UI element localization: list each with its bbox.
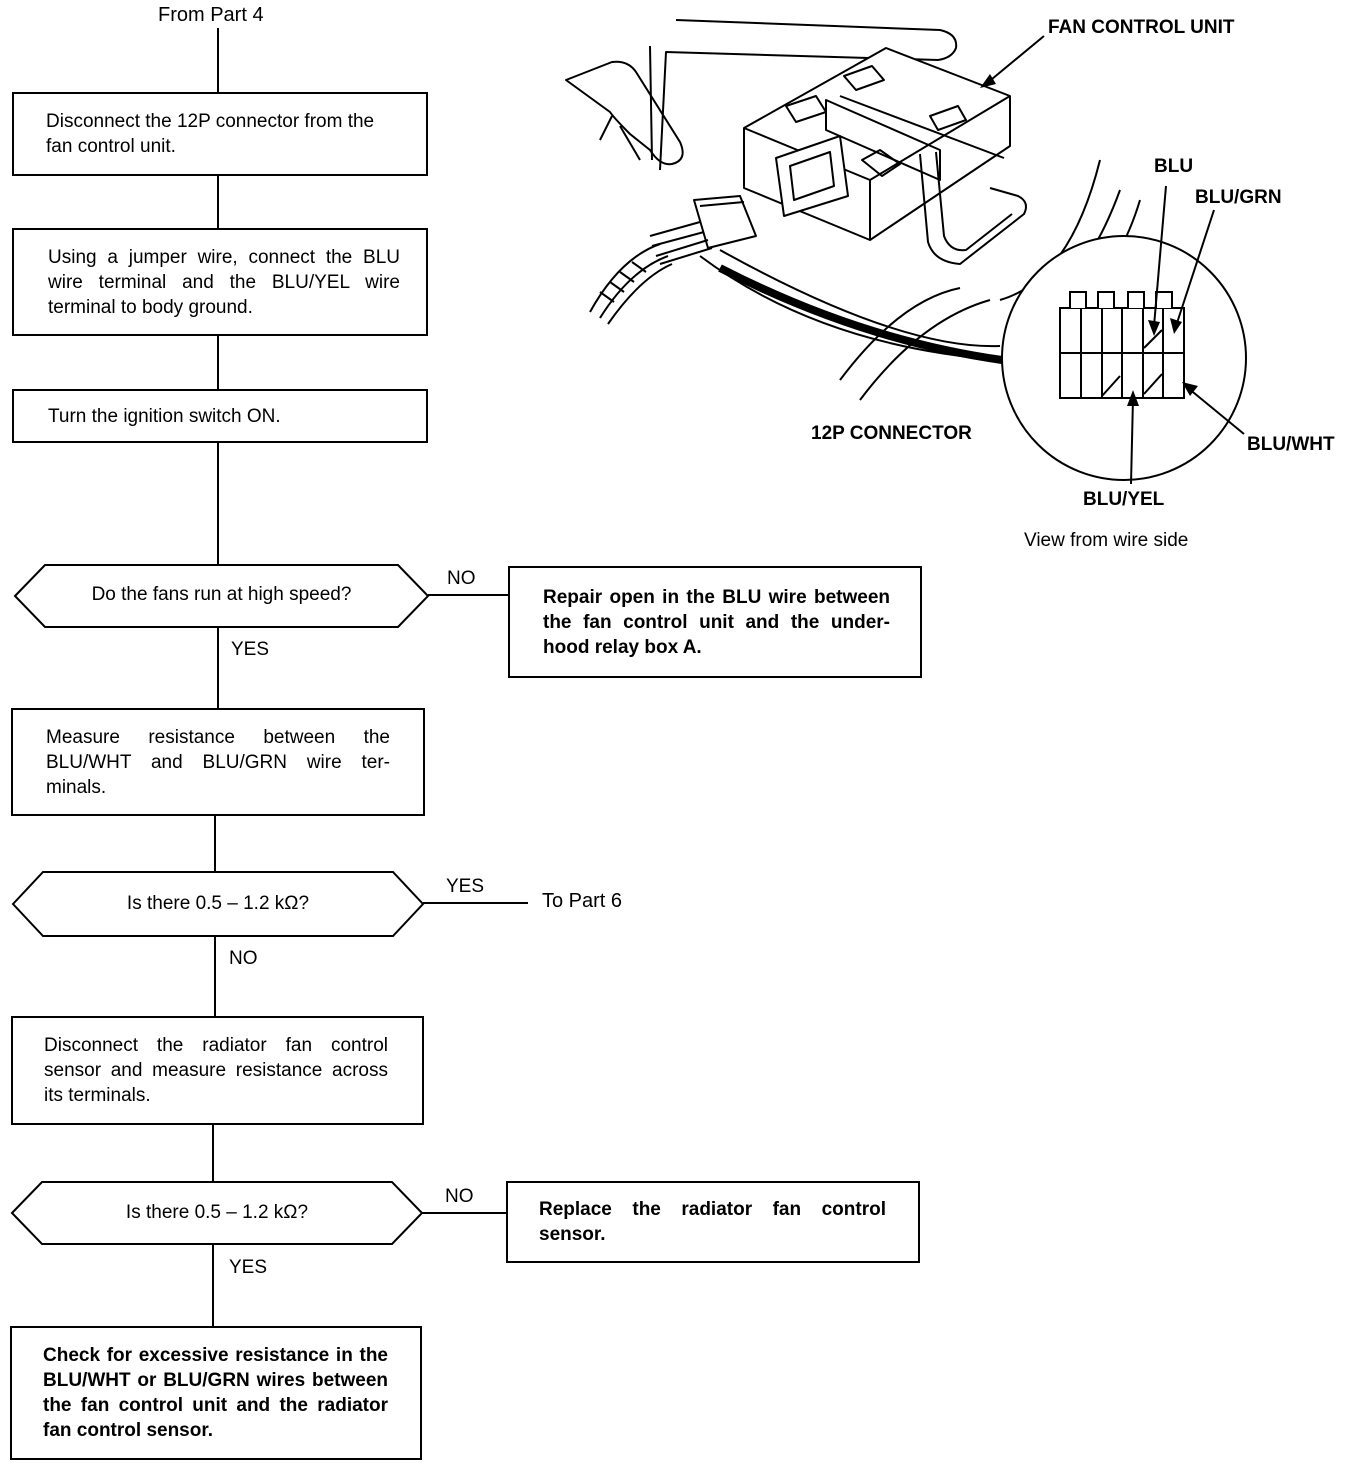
wire-blu-wht-label: BLU/WHT [1247,434,1335,455]
step-disconnect-sensor: Disconnect the radiator fan control sens… [11,1016,424,1125]
step-measure-resistance: Measure resistance between the BLU/WHT a… [11,708,425,816]
mount-bracket [659,19,958,171]
step-disconnect-connector-text: Disconnect the 12P connector from the fa… [46,111,375,157]
wire-blu-label: BLU [1154,156,1194,177]
goto-part-6: To Part 6 [542,890,623,912]
decision-resistance-2: Is there 0.5 – 1.2 kΩ? [125,1202,309,1223]
decision-1-yes-label: YES [231,639,270,660]
connector-face [1059,291,1185,399]
decision-2-yes-label: YES [446,876,485,897]
decision-2-shape [11,871,425,937]
fan-control-unit-label: FAN CONTROL UNIT [1048,17,1235,38]
from-part-label: From Part 4 [158,4,264,26]
action-repair-blu-wire-text: Repair open in the BLU wire between the … [543,586,890,658]
action-check-wires-text: Check for excessive resistance in the BL… [43,1345,388,1441]
decision-resistance-1: Is there 0.5 – 1.2 kΩ? [126,893,310,914]
decision-3-yes-label: YES [229,1257,268,1278]
decision-1-shape [13,564,430,628]
action-repair-blu-wire: Repair open in the BLU wire between the … [508,566,922,678]
action-replace-sensor-text: Replace the radiator fan control sensor. [539,1199,886,1245]
wire-blu-grn-label: BLU/GRN [1195,187,1282,208]
decision-3-shape [10,1181,424,1245]
decision-fans-high-speed: Do the fans run at high speed? [91,584,352,605]
action-replace-sensor: Replace the radiator fan control sensor. [506,1181,920,1263]
view-caption: View from wire side [1024,530,1189,551]
decision-2-no-label: NO [229,948,258,969]
step-disconnect-sensor-text: Disconnect the radiator fan control sens… [44,1035,388,1106]
step-ignition-on: Turn the ignition switch ON. [12,389,428,443]
step-ignition-on-text: Turn the ignition switch ON. [48,405,281,427]
step-jumper-wire-text: Using a jumper wire, connect the BLU wir… [48,246,400,318]
decision-3-no-label: NO [445,1186,474,1207]
decision-1-no-label: NO [447,568,476,589]
step-disconnect-connector: Disconnect the 12P connector from the fa… [12,92,428,176]
step-measure-resistance-text: Measure resistance between the BLU/WHT a… [46,726,390,798]
wire-blu-yel-label: BLU/YEL [1083,489,1165,510]
side-bracket [565,60,684,166]
action-check-wires: Check for excessive resistance in the BL… [10,1326,422,1460]
connector-12p-label: 12P CONNECTOR [811,423,972,444]
step-jumper-wire: Using a jumper wire, connect the BLU wir… [12,228,428,336]
